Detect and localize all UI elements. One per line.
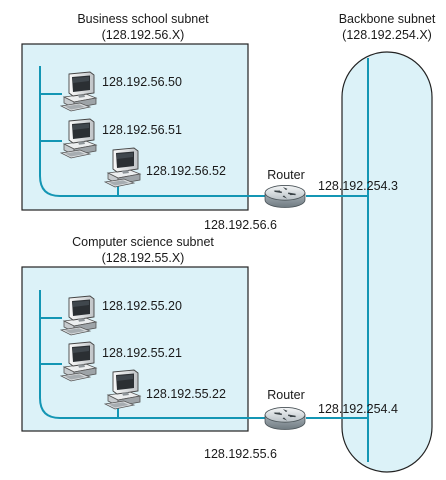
backbone-subnet-title: Backbone subnet	[339, 12, 436, 26]
cs-subnet-title: Computer science subnet	[72, 235, 214, 249]
router-icon	[264, 406, 306, 431]
router-2-subnet-ip: 128.192.55.6	[204, 447, 277, 461]
host-ip-label: 128.192.55.20	[102, 299, 182, 313]
cs-subnet-cable	[39, 290, 268, 419]
cs-subnet-address: (128.192.55.X)	[102, 251, 185, 265]
router-1-subnet-ip: 128.192.56.6	[204, 218, 277, 232]
router-1-backbone-ip: 128.192.254.3	[318, 179, 398, 193]
host-ip-label: 128.192.56.50	[102, 75, 182, 89]
business-subnet-area	[21, 43, 249, 211]
backbone-subnet-address: (128.192.254.X)	[342, 28, 432, 42]
business-subnet-cable	[39, 66, 268, 197]
host-ip-label: 128.192.56.52	[146, 164, 226, 178]
cs-subnet-area	[21, 266, 249, 432]
business-subnet-address: (128.192.56.X)	[102, 28, 185, 42]
backbone-subnet-area	[341, 51, 433, 473]
host-ip-label: 128.192.56.51	[102, 123, 182, 137]
business-subnet-title: Business school subnet	[77, 12, 209, 26]
host-ip-label: 128.192.55.21	[102, 346, 182, 360]
host-ip-label: 128.192.55.22	[146, 387, 226, 401]
router-2-label: Router	[267, 388, 305, 402]
router-1-label: Router	[267, 168, 305, 182]
router-icon	[264, 184, 306, 209]
router-2-backbone-ip: 128.192.254.4	[318, 402, 398, 416]
